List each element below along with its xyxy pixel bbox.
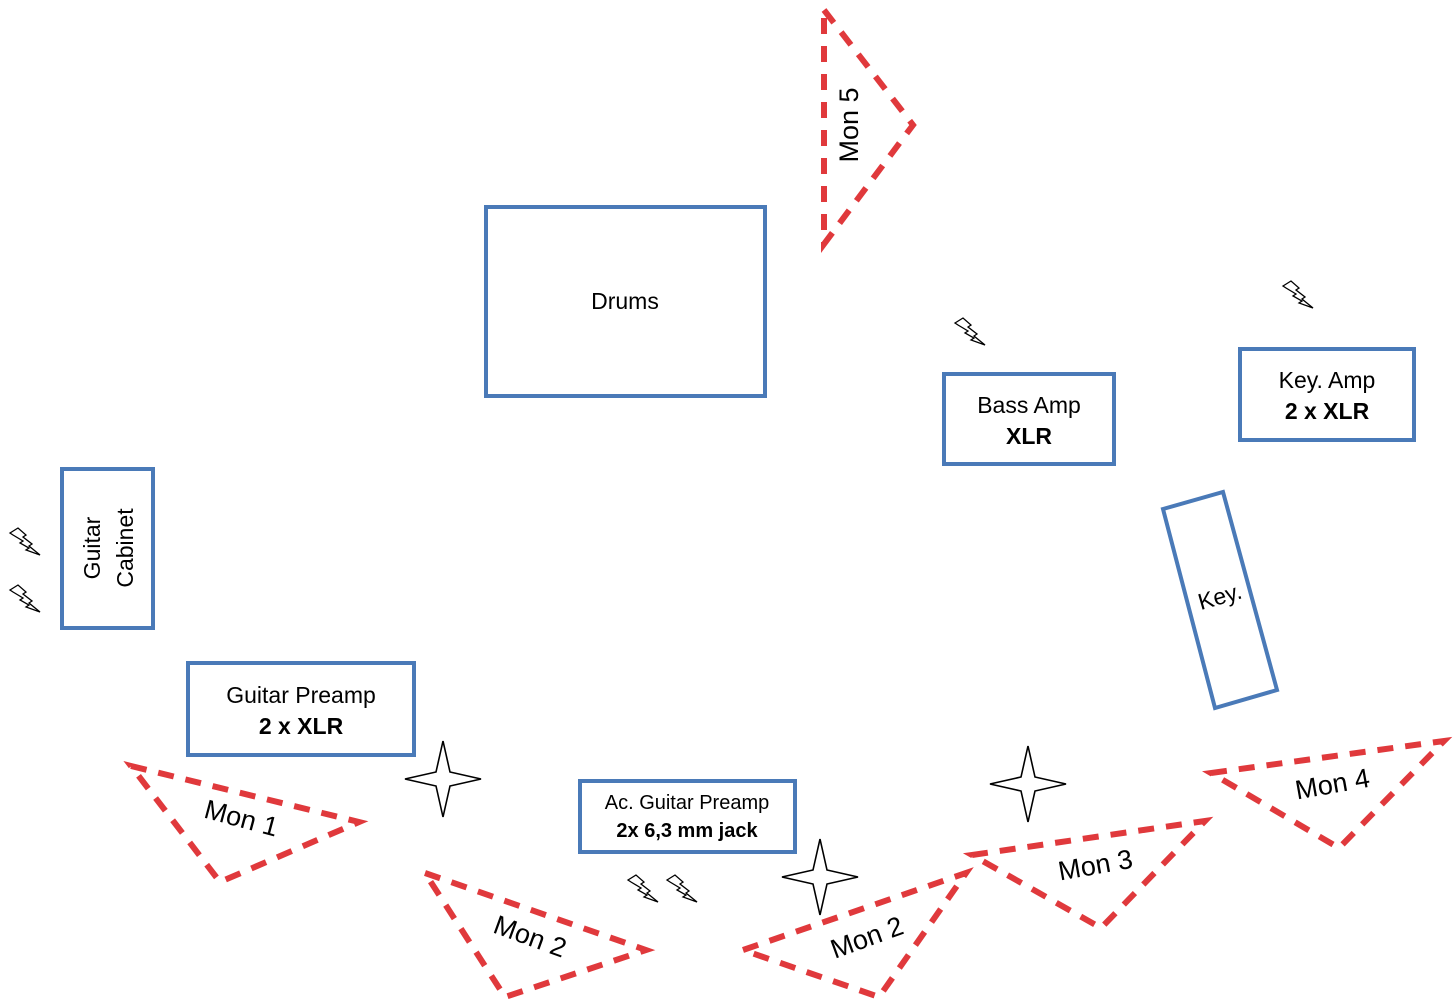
guitar-preamp-label: Guitar Preamp	[226, 682, 376, 708]
monitor-2-right: Mon 2	[733, 867, 974, 999]
guitar-cabinet-box: Guitar Cabinet	[60, 467, 155, 630]
key-amp-connector: 2 x XLR	[1285, 398, 1370, 424]
monitor-1: Mon 1	[123, 761, 369, 886]
key-amp-box: Key. Amp 2 x XLR	[1238, 347, 1416, 442]
bass-amp-connector: XLR	[1006, 423, 1052, 449]
guitar-preamp-connector: 2 x XLR	[259, 713, 344, 739]
ac-guitar-preamp-box: Ac. Guitar Preamp 2x 6,3 mm jack	[578, 779, 797, 854]
guitar-cabinet-label-line2: Cabinet	[112, 508, 138, 588]
monitor-3: Mon 3	[962, 816, 1214, 932]
power-outlet-icon	[954, 317, 986, 346]
guitar-cabinet-label-line1: Guitar	[79, 516, 105, 579]
monitor-5: Mon 5	[821, 1, 917, 254]
key-amp-label: Key. Amp	[1279, 367, 1376, 393]
power-outlet-icon	[627, 874, 659, 903]
power-outlet-icon	[9, 584, 41, 613]
monitor-2-left: Mon 2	[417, 867, 656, 999]
power-outlet-icon	[1282, 280, 1314, 309]
monitor-4: Mon 4	[1202, 736, 1453, 852]
drums-label: Drums	[591, 288, 659, 314]
mic-stand-icon	[989, 745, 1067, 823]
ac-guitar-preamp-label: Ac. Guitar Preamp	[605, 792, 770, 814]
monitor-3-label: Mon 3	[1056, 844, 1135, 887]
bass-amp-label: Bass Amp	[977, 392, 1081, 418]
ac-guitar-preamp-connector: 2x 6,3 mm jack	[616, 820, 758, 842]
monitor-4-label: Mon 4	[1293, 763, 1372, 806]
guitar-preamp-box: Guitar Preamp 2 x XLR	[186, 661, 416, 757]
power-outlet-icon	[666, 874, 698, 903]
bass-amp-box: Bass Amp XLR	[942, 372, 1116, 466]
monitor-5-label: Mon 5	[834, 87, 864, 162]
keyboard-box: Key.	[1160, 489, 1280, 711]
monitor-2-right-label: Mon 2	[827, 911, 908, 965]
mic-stand-icon	[404, 740, 482, 818]
power-outlet-icon	[9, 527, 41, 556]
drums-box: Drums	[484, 205, 767, 398]
